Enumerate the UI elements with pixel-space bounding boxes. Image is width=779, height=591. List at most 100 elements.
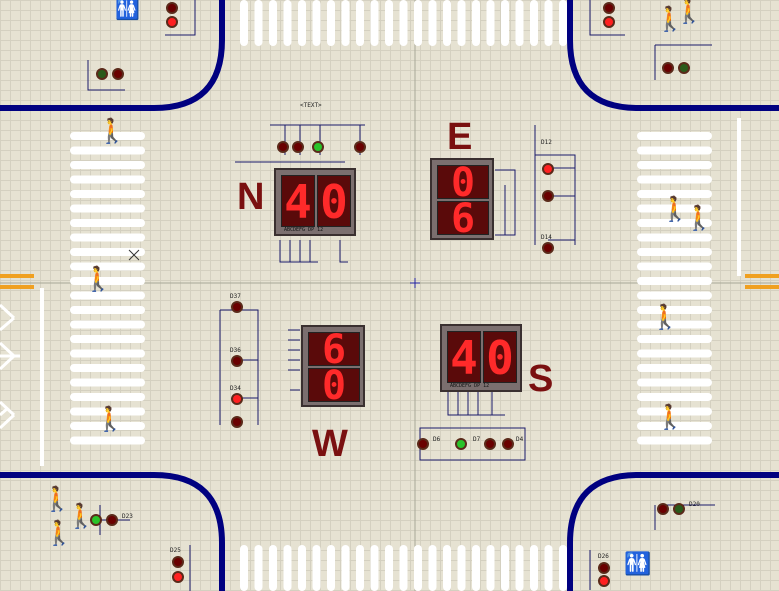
- led-light[interactable]: [678, 62, 690, 74]
- led-light[interactable]: [231, 355, 243, 367]
- display-digit: 0: [437, 163, 489, 203]
- led-light[interactable]: [312, 141, 324, 153]
- pedestrian-icon[interactable]: 🚶: [655, 6, 685, 33]
- crosswalk-stripe: [428, 545, 437, 591]
- crosswalk-stripe: [414, 545, 422, 591]
- crosswalk-stripe: [637, 277, 712, 285]
- pedestrian-icon[interactable]: 🚶: [660, 196, 690, 223]
- led-light[interactable]: [417, 438, 429, 450]
- pedestrian-icon[interactable]: 🚶: [650, 304, 680, 331]
- crosswalk-stripe: [637, 378, 712, 387]
- crosswalk-stripe: [637, 219, 712, 227]
- crosswalk-stripe: [70, 364, 145, 372]
- crosswalk-stripe: [637, 248, 712, 256]
- display-pin-labels: ABCDEFG DP 12: [450, 383, 490, 389]
- crosswalk-stripe: [399, 0, 408, 46]
- led-label-d26: D26: [598, 553, 609, 560]
- led-light[interactable]: [354, 141, 366, 153]
- crosswalk-stripe: [472, 0, 480, 46]
- led-light[interactable]: [603, 16, 615, 28]
- crosswalk-stripe: [637, 393, 712, 401]
- crosswalk-stripe: [559, 545, 567, 591]
- pedestrian-icon[interactable]: 🚶: [83, 266, 113, 293]
- lane-arrow-icon: [0, 303, 20, 430]
- crosswalk-stripe: [70, 204, 145, 213]
- led-label-d36: D36: [230, 347, 241, 354]
- pedestrian-icon[interactable]: 🚶: [655, 404, 685, 431]
- pedestrian-icon[interactable]: 🚶: [674, 0, 704, 25]
- pedestrian-icon[interactable]: 🚶: [97, 118, 127, 145]
- crosswalk-stripe: [341, 545, 350, 591]
- crosswalk-stripe: [530, 545, 538, 591]
- led-label-d7: D7: [473, 436, 481, 443]
- seven-segment-display-east[interactable]: 0 6: [430, 158, 494, 240]
- crosswalk-stripe: [327, 0, 335, 46]
- crosswalk-stripe: [637, 175, 712, 184]
- crosswalk-stripe: [70, 219, 145, 227]
- led-light[interactable]: [598, 575, 610, 587]
- led-label-d37: D37: [230, 293, 241, 300]
- pedestrian-icon[interactable]: 🚶: [95, 406, 125, 433]
- display-digit: 0: [317, 175, 351, 228]
- crosswalk-stripe: [370, 0, 379, 46]
- crosswalk-stripe: [70, 349, 145, 358]
- road-edge-se: [567, 472, 779, 591]
- led-light[interactable]: [662, 62, 674, 74]
- led-light[interactable]: [484, 438, 496, 450]
- led-light[interactable]: [112, 68, 124, 80]
- led-light[interactable]: [292, 141, 304, 153]
- led-light[interactable]: [231, 416, 243, 428]
- led-light[interactable]: [106, 514, 118, 526]
- crosswalk-stripe: [298, 0, 306, 46]
- led-light[interactable]: [96, 68, 108, 80]
- crosswalk-stripe: [356, 545, 364, 591]
- led-label-d6: D6: [433, 436, 441, 443]
- led-light[interactable]: [166, 16, 178, 28]
- led-light[interactable]: [542, 163, 554, 175]
- led-light[interactable]: [603, 2, 615, 14]
- crosswalk-stripe: [269, 0, 277, 46]
- road-edge-sw: [0, 472, 225, 591]
- crosswalk-stripe: [70, 132, 145, 140]
- led-light[interactable]: [166, 2, 178, 14]
- led-light[interactable]: [657, 503, 669, 515]
- display-digit: 4: [281, 175, 315, 228]
- pedestrian-icon: 🚻: [115, 0, 140, 21]
- led-light[interactable]: [502, 438, 514, 450]
- led-label-d12: D12: [541, 139, 552, 146]
- pedestrian-icon[interactable]: 🚶: [684, 205, 714, 232]
- crosswalk-stripe: [70, 291, 145, 300]
- led-light[interactable]: [90, 514, 102, 526]
- crosswalk-stripe: [70, 175, 145, 184]
- crosswalk-stripe: [544, 545, 553, 591]
- pedestrian-icon[interactable]: 🚶: [42, 486, 72, 513]
- road-edge-ne: [567, 0, 779, 111]
- led-light[interactable]: [172, 571, 184, 583]
- crosswalk-stripe: [637, 320, 712, 329]
- seven-segment-display-south[interactable]: 4 0 ABCDEFG DP 12: [440, 324, 522, 392]
- led-label-d14: D14: [541, 234, 552, 241]
- led-label-d4: D4: [516, 436, 524, 443]
- crosswalk-stripe: [385, 0, 393, 46]
- seven-segment-display-north[interactable]: 4 0 ABCDEFG DP 12: [274, 168, 356, 236]
- direction-label-north: N: [237, 176, 265, 218]
- pedestrian-icon[interactable]: 🚶: [66, 503, 96, 530]
- led-light[interactable]: [673, 503, 685, 515]
- led-light[interactable]: [231, 393, 243, 405]
- crosswalk-stripe: [530, 0, 538, 46]
- seven-segment-display-west[interactable]: 6 0: [301, 325, 365, 407]
- pedestrian-icon[interactable]: 🚶: [44, 520, 74, 547]
- crosswalk-stripe: [515, 545, 524, 591]
- led-light[interactable]: [455, 438, 467, 450]
- road-edge-nw: [0, 0, 225, 111]
- led-light[interactable]: [542, 242, 554, 254]
- led-light[interactable]: [542, 190, 554, 202]
- display-digit: 6: [308, 330, 360, 370]
- led-light[interactable]: [598, 562, 610, 574]
- led-light[interactable]: [172, 556, 184, 568]
- led-light[interactable]: [277, 141, 289, 153]
- display-digit: 6: [437, 199, 489, 239]
- led-light[interactable]: [231, 301, 243, 313]
- crosswalk-north: [240, 0, 567, 46]
